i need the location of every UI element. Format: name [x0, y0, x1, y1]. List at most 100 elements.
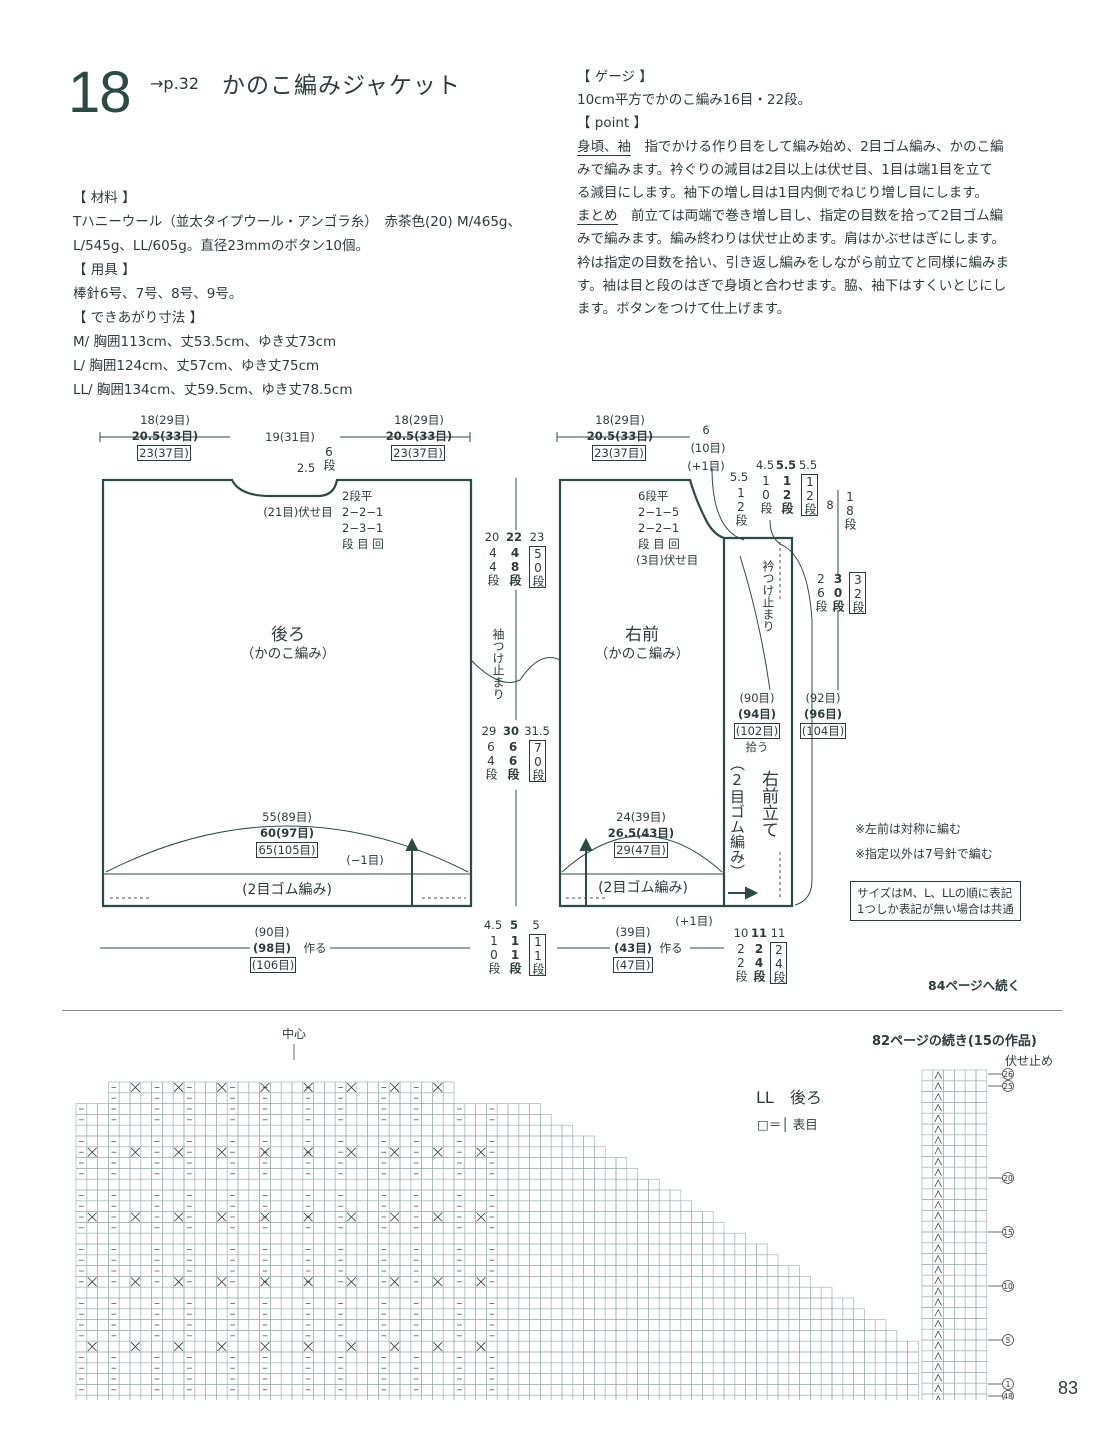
back-cast-word: 作る: [303, 941, 327, 955]
front-band-ll: 11: [770, 926, 786, 940]
back-sleeve-stop: 袖つけ止まり: [491, 628, 505, 700]
point-finish-text: 前立ては両端で巻き増し目し、指定の目数を拾って2目ゴム編: [617, 208, 1004, 225]
row-circle: [1002, 1080, 1014, 1092]
back-shoulder-ll-text: 23(37目): [137, 445, 191, 461]
row-circle: [1002, 1390, 1014, 1400]
page-reference: →p.32: [150, 74, 200, 93]
point-finish-line-5: ます。ボタンをつけて仕上げます。: [577, 301, 791, 318]
size-heading: 【 できあがり寸法 】: [73, 310, 204, 326]
point-body-text: 指でかける作り目をして編み始め、2目ゴム編み、かのこ編: [631, 138, 1004, 155]
row-label: 26: [1003, 1070, 1013, 1079]
schematic-drawing: [99, 432, 839, 949]
back-shoulder-ll-right-text: 23(37目): [391, 445, 445, 461]
front-pick-ll-text: (102目): [733, 723, 781, 739]
front-band-label: 右前立て: [758, 770, 778, 838]
front-neck-6: 6: [702, 423, 710, 437]
front-pick2-m: (92目): [805, 691, 841, 705]
point-finish-line-1: まとめ 前立ては両端で巻き増し目し、指定の目数を拾って2目ゴム編: [577, 205, 1057, 228]
materials-section: 【 材料 】 Tハニーウール（並太タイプウール・アンゴラ糸） 赤茶色(20) M…: [73, 186, 553, 402]
front-collar-4-rows: 12段: [801, 474, 818, 516]
front-hem-ll: 29(47目): [608, 842, 674, 858]
front-collar-7-rows: 30段: [831, 572, 845, 612]
front-shoulder-ll-text: 23(37目): [592, 445, 646, 461]
point-body-line-3: る減目にします。袖下の増し目は1目内側でねじり増し目にします。: [577, 185, 988, 202]
front-collar-3-rows: 12段: [780, 474, 794, 514]
back-shoulder-ll: 23(37目): [131, 445, 197, 461]
back-rib-ll-rows: 11段: [529, 934, 546, 976]
tools-heading: 【 用具 】: [73, 262, 136, 278]
point-body-head: 身頃、袖: [577, 138, 631, 156]
front-cast-m: (39目): [615, 925, 651, 939]
front-collar-5-rows: 18段: [843, 490, 857, 530]
chart-legend: □＝│ 表目: [757, 1117, 818, 1132]
front-pick2-l: (96目): [803, 707, 842, 721]
front-band-ll-rows: 24段: [770, 942, 787, 984]
size-order-line-1: サイズはM、L、LLの順に表記: [857, 886, 1013, 900]
back-side-l-rows: 66段: [506, 740, 520, 780]
row-label: 15: [1003, 1228, 1013, 1237]
chart-title: LL 後ろ: [756, 1088, 822, 1107]
back-arm-ll: 23: [529, 530, 545, 544]
front-collar-2-rows: 10段: [759, 474, 773, 514]
materials-line-1: Tハニーウール（並太タイプウール・アンゴラ糸） 赤茶色(20) M/465g、: [73, 214, 521, 230]
front-band-m: 10: [733, 926, 749, 940]
tools-text: 棒針6号、7号、8号、9号。: [73, 286, 243, 302]
back-cast-ll: (106目): [244, 957, 302, 973]
front-collar-4: 5.5: [798, 458, 818, 472]
row-circle: [1002, 1378, 1014, 1390]
front-band-l-rows: 24段: [752, 942, 766, 982]
front-pick-m: (90目): [739, 691, 775, 705]
back-dec-4: 段 目 回: [342, 537, 384, 551]
back-side-ll: 31.5: [524, 724, 550, 738]
size-order-note: サイズはM、L、LLの順に表記 1つしか表記が無い場合は共通: [850, 881, 1021, 921]
back-label: 後ろ: [271, 625, 305, 645]
front-cast-ll: (47目): [606, 957, 660, 973]
back-rib-ll: 5: [532, 918, 540, 932]
front-bind-off: (3目)伏せ目: [636, 553, 699, 567]
row-circle: [1002, 1334, 1014, 1346]
front-pick2-ll: (104目): [796, 723, 850, 739]
back-dec-3: 2−3−1: [342, 521, 384, 535]
back-shoulder-l-right: 20.5(33目): [385, 429, 453, 443]
front-collar-5: 8: [826, 498, 834, 512]
back-arm-l-rows: 48段: [508, 546, 522, 586]
point-finish-head: まとめ: [577, 208, 618, 226]
back-shoulder-ll-right: 23(37目): [385, 445, 451, 461]
back-hem-m: 55(89目): [262, 810, 312, 824]
back-arm-l: 22: [505, 530, 522, 544]
front-band-m-rows: 22段: [734, 942, 748, 982]
back-side-ll-rows: 70段: [529, 740, 546, 782]
front-cast-ll-text: (47目): [613, 957, 653, 973]
front-shoulder-m: 18(29目): [595, 413, 645, 427]
back-sublabel: （かのこ編み）: [240, 646, 336, 662]
point-body-line-2: みで編みます。衿ぐりの減目は2目以上は伏せ目、1目は端1目を立て: [577, 161, 993, 178]
back-side-m: 29: [481, 724, 497, 738]
front-pick-l: (94目): [737, 707, 776, 721]
front-shoulder-l: 20.5(33目): [586, 429, 654, 443]
note-symmetric: ※左前は対称に編む: [855, 822, 962, 836]
continue-note: 84ページへ続く: [928, 978, 1021, 993]
point-finish-line-2: みで編みます。編み終わりは伏せ止めます。肩はかぶせはぎにします。: [577, 231, 1005, 248]
gauge-heading: 【 ゲージ 】: [577, 69, 653, 85]
back-hem-ll: 65(105目): [240, 842, 334, 858]
chart-continued: 82ページの続き(15の作品): [872, 1034, 1037, 1049]
back-minus-one: (−1目): [346, 853, 384, 867]
front-sublabel: （かのこ編み）: [594, 646, 690, 662]
chart-bind-off: 伏せ止め: [1005, 1054, 1054, 1068]
gauge-point-section: 【 ゲージ 】 10cm平方でかのこ編み16目・22段。 【 point 】 身…: [577, 66, 1057, 321]
back-rib-l: 5: [509, 918, 518, 932]
back-hem-l: 60(97目): [259, 826, 315, 840]
front-dec-1: 6段平: [638, 489, 669, 503]
front-neck-10: (10目): [690, 441, 726, 455]
back-arm-ll-rows: 50段: [529, 546, 546, 588]
size-m: M/ 胸囲113cm、丈53.5cm、ゆき丈73cm: [73, 334, 337, 350]
front-pick-ll: (102目): [730, 723, 784, 739]
pattern-number: 18: [68, 60, 132, 125]
front-hem-m: 24(39目): [616, 810, 666, 824]
back-bind-off: (21目)伏せ目: [263, 505, 333, 519]
row-circle: [1002, 1068, 1014, 1080]
back-rib-m: 4.5: [483, 918, 503, 932]
row-label: 5: [1006, 1336, 1011, 1345]
back-side-l: 30: [502, 724, 519, 738]
